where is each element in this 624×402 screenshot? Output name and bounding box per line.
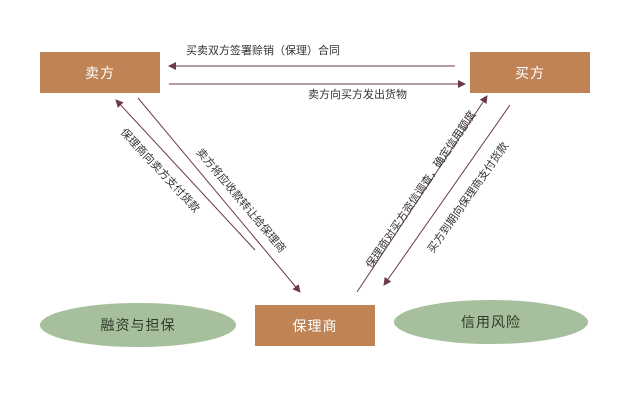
arrow-buyer-pays <box>383 104 511 286</box>
node-buyer-label: 买方 <box>515 65 545 82</box>
edge-label-contract: 买卖双方签署赊销（保理）合同 <box>186 44 340 57</box>
node-financing: 融资与担保 <box>40 303 236 347</box>
arrow-factor-pays-seller <box>115 99 256 251</box>
node-financing-label: 融资与担保 <box>100 318 176 334</box>
node-buyer: 买方 <box>470 52 590 93</box>
node-seller: 卖方 <box>40 52 160 93</box>
node-seller-label: 卖方 <box>85 65 115 82</box>
node-credit-risk-label: 信用风险 <box>461 315 521 331</box>
arrow-seller-transfers <box>137 97 301 293</box>
arrow-factor-investigates <box>356 95 488 293</box>
node-factor: 保理商 <box>255 305 375 346</box>
node-factor-label: 保理商 <box>292 318 338 335</box>
node-credit-risk: 信用风险 <box>394 300 588 344</box>
edge-label-goods: 卖方向买方发出货物 <box>308 88 407 101</box>
